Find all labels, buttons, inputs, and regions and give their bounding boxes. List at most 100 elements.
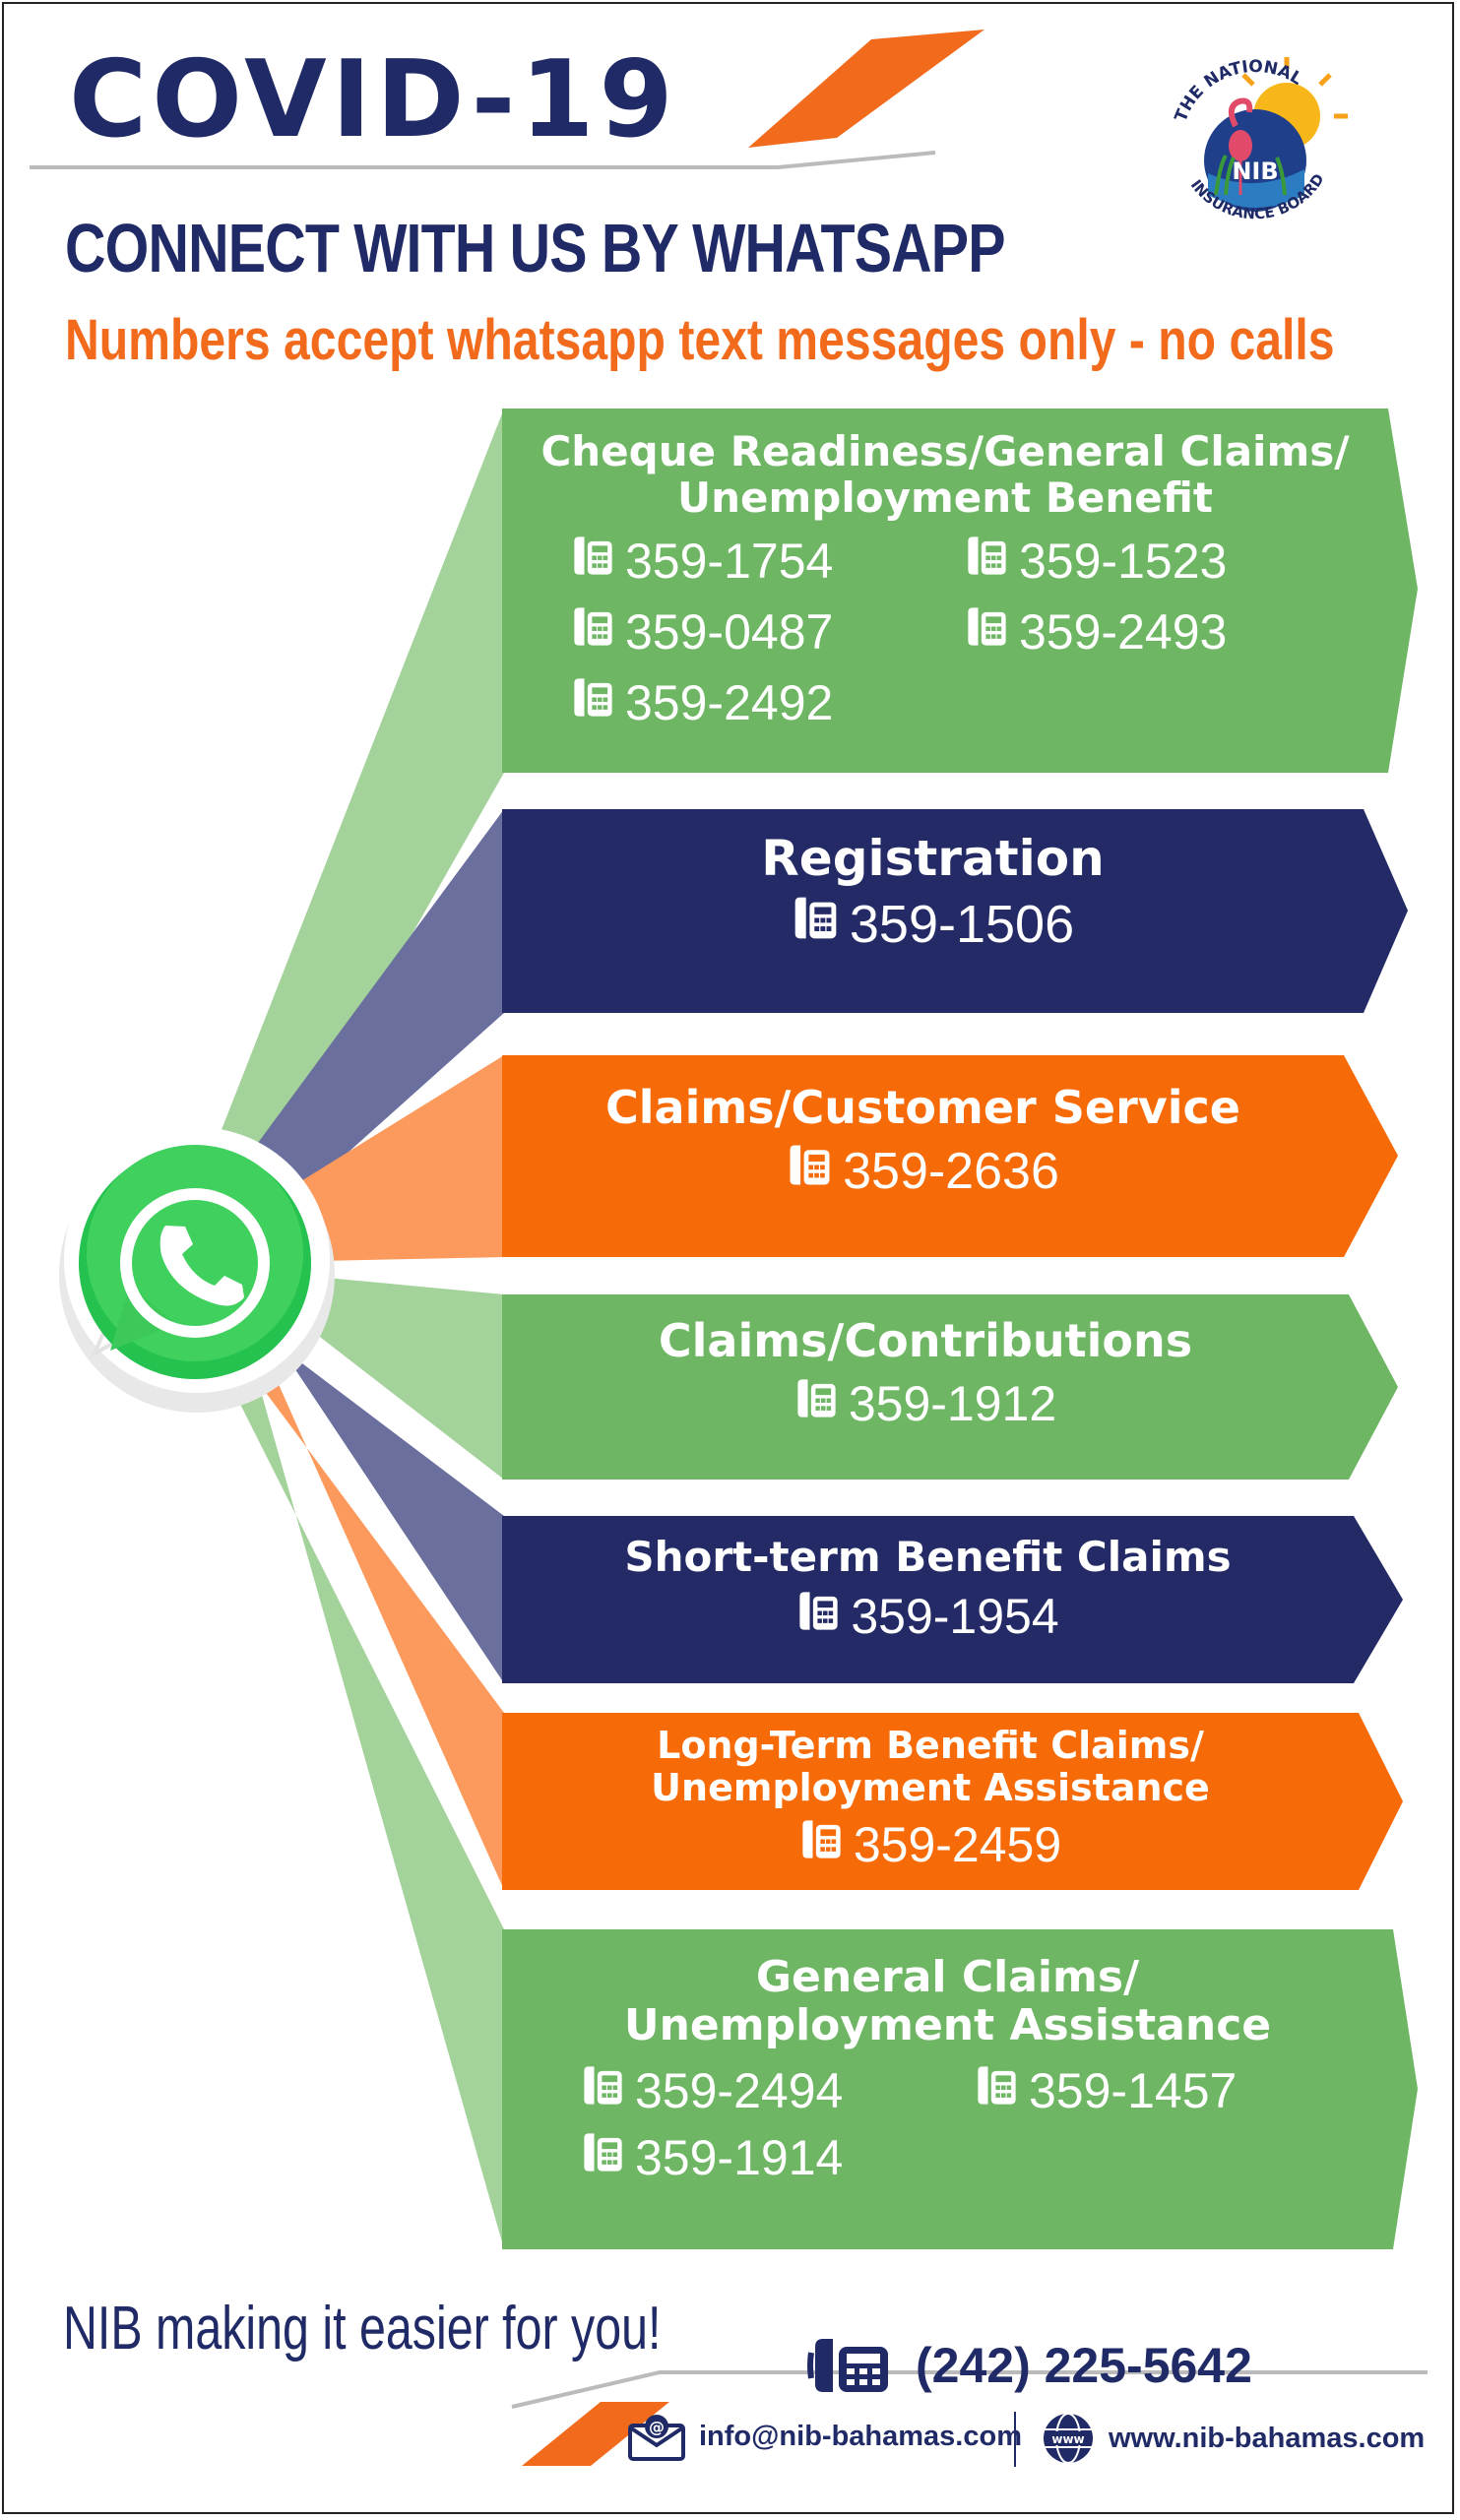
connector-wedge xyxy=(169,1263,504,1480)
phone-icon xyxy=(571,603,615,661)
section-card-bg xyxy=(502,1055,1398,1257)
phone-icon xyxy=(968,607,1006,646)
globe-label: www xyxy=(1051,2432,1084,2446)
phone-number[interactable]: 359-1523 xyxy=(965,533,1359,590)
phone-list: 359-2459 xyxy=(502,1816,1359,1873)
phone-number-text: 359-2636 xyxy=(843,1142,1059,1200)
section-card: Short-term Benefit Claims 359-1954 xyxy=(502,1516,1354,1683)
phone-icon xyxy=(574,607,612,646)
footer-email[interactable]: @ info@nib-bahamas.com xyxy=(626,2410,1022,2463)
phone-number-text: 359-2459 xyxy=(853,1817,1062,1873)
phone-list: 359-1754 359-1523 359-0487 359-2493 359-2492 xyxy=(502,533,1388,731)
section-card: Long-Term Benefit Claims/Unemployment As… xyxy=(502,1713,1359,1890)
phone-icon xyxy=(794,1375,839,1432)
section-title-line: Long-Term Benefit Claims/ xyxy=(657,1724,1204,1767)
footer-website-text: www.nib-bahamas.com xyxy=(1109,2422,1426,2454)
phone-number-text: 359-1914 xyxy=(635,2129,844,2185)
phone-number-text: 359-0487 xyxy=(625,604,834,661)
page-subtitle: CONNECT WITH US BY WHATSAPP xyxy=(65,210,1006,286)
phone-icon xyxy=(797,1378,836,1418)
connector-wedge xyxy=(169,1263,504,1683)
telephone-icon xyxy=(807,2339,888,2392)
section-title-line: Unemployment Benefit xyxy=(677,473,1213,523)
phone-number[interactable]: 359-1506 xyxy=(792,894,1074,955)
section-title: Short-term Benefit Claims xyxy=(502,1534,1354,1580)
phone-list: 359-2494 359-1457 359-1914 xyxy=(502,2062,1393,2186)
phone-icon xyxy=(581,2062,625,2119)
section-card: Cheque Readiness/General Claims/Unemploy… xyxy=(502,409,1388,773)
phone-icon xyxy=(574,678,612,717)
section-title-line: Unemployment Assistance xyxy=(651,1765,1210,1809)
section-title-line: Unemployment Assistance xyxy=(623,2000,1272,2051)
footer-phone[interactable]: (242) 225-5642 xyxy=(807,2333,1252,2398)
phone-icon xyxy=(799,1592,838,1630)
section-title-line: Claims/Contributions xyxy=(658,1314,1193,1367)
phone-number[interactable]: 359-0487 xyxy=(571,603,965,661)
phone-number-text: 359-1457 xyxy=(1029,2062,1238,2118)
phone-number[interactable]: 359-2636 xyxy=(787,1142,1059,1201)
phone-icon xyxy=(790,1145,830,1184)
phone-number[interactable]: 359-1754 xyxy=(571,533,965,590)
header-orange-stripe xyxy=(748,30,984,148)
section-title-line: Cheque Readiness/General Claims/ xyxy=(540,427,1350,475)
phone-icon xyxy=(796,1588,841,1645)
phone-number-text: 359-1954 xyxy=(851,1589,1059,1645)
footer-email-text: info@nib-bahamas.com xyxy=(699,2420,1022,2452)
notice-text: Numbers accept whatsapp text messages on… xyxy=(65,308,1335,372)
section-title: Long-Term Benefit Claims/Unemployment As… xyxy=(502,1725,1359,1808)
tagline: NIB making it easier for you! xyxy=(63,2295,662,2362)
email-icon: @ xyxy=(628,2415,685,2461)
section-card: General Claims/Unemployment Assistance 35… xyxy=(502,1929,1393,2249)
phone-number[interactable]: 359-2492 xyxy=(571,674,965,731)
phone-number[interactable]: 359-1457 xyxy=(975,2062,1368,2119)
footer-phone-number: (242) 225-5642 xyxy=(916,2338,1252,2393)
phone-number[interactable]: 359-2459 xyxy=(799,1816,1061,1873)
footer-divider xyxy=(1014,2412,1016,2467)
whatsapp-icon xyxy=(59,1127,335,1413)
phone-icon xyxy=(787,1142,833,1201)
phone-number-text: 359-2493 xyxy=(1019,604,1228,661)
phone-icon xyxy=(978,2065,1016,2105)
phone-list: 359-2636 xyxy=(502,1142,1344,1201)
section-title: Cheque Readiness/General Claims/Unemploy… xyxy=(502,428,1388,521)
phone-number[interactable]: 359-1912 xyxy=(794,1375,1056,1432)
section-title-line: Claims/Customer Service xyxy=(605,1081,1240,1134)
phone-list: 359-1954 xyxy=(502,1588,1354,1645)
phone-icon xyxy=(574,536,612,575)
section-card: Registration 359-1506 xyxy=(502,809,1364,1013)
section-card-bg xyxy=(502,1929,1418,2249)
phone-icon xyxy=(584,2065,622,2105)
phone-icon xyxy=(584,2132,622,2172)
phone-icon xyxy=(792,894,840,955)
phone-number[interactable]: 359-1914 xyxy=(581,2129,975,2186)
phone-number[interactable]: 359-1954 xyxy=(796,1588,1059,1645)
svg-text:@: @ xyxy=(649,2418,665,2436)
phone-icon xyxy=(975,2062,1019,2119)
footer-rule xyxy=(511,2370,1428,2409)
phone-icon xyxy=(968,536,1006,575)
phone-icon xyxy=(802,1820,841,1858)
header-rule xyxy=(30,151,936,169)
phone-number[interactable]: 359-2493 xyxy=(965,603,1359,661)
phone-icon xyxy=(571,674,615,731)
phone-number[interactable]: 359-2494 xyxy=(581,2062,975,2119)
phone-icon xyxy=(965,603,1009,661)
phone-icon xyxy=(965,533,1009,590)
footer-website[interactable]: www www.nib-bahamas.com xyxy=(1040,2410,1425,2467)
phone-list: 359-1912 xyxy=(502,1375,1349,1432)
phone-icon xyxy=(581,2129,625,2186)
footer-orange-stripe xyxy=(522,2402,669,2466)
globe-icon: www xyxy=(1044,2413,1093,2464)
phone-number-text: 359-1912 xyxy=(848,1375,1057,1431)
page-title: COVID-19 xyxy=(69,38,678,161)
phone-icon xyxy=(799,1816,844,1873)
section-card-bg xyxy=(502,1516,1403,1683)
phone-number-text: 359-1523 xyxy=(1019,534,1228,590)
section-title: Claims/Contributions xyxy=(502,1314,1349,1367)
phone-number-text: 359-1754 xyxy=(625,534,834,590)
phone-list: 359-1506 xyxy=(502,894,1364,955)
section-title-line: Registration xyxy=(761,830,1105,887)
section-title: General Claims/Unemployment Assistance xyxy=(502,1953,1393,2050)
